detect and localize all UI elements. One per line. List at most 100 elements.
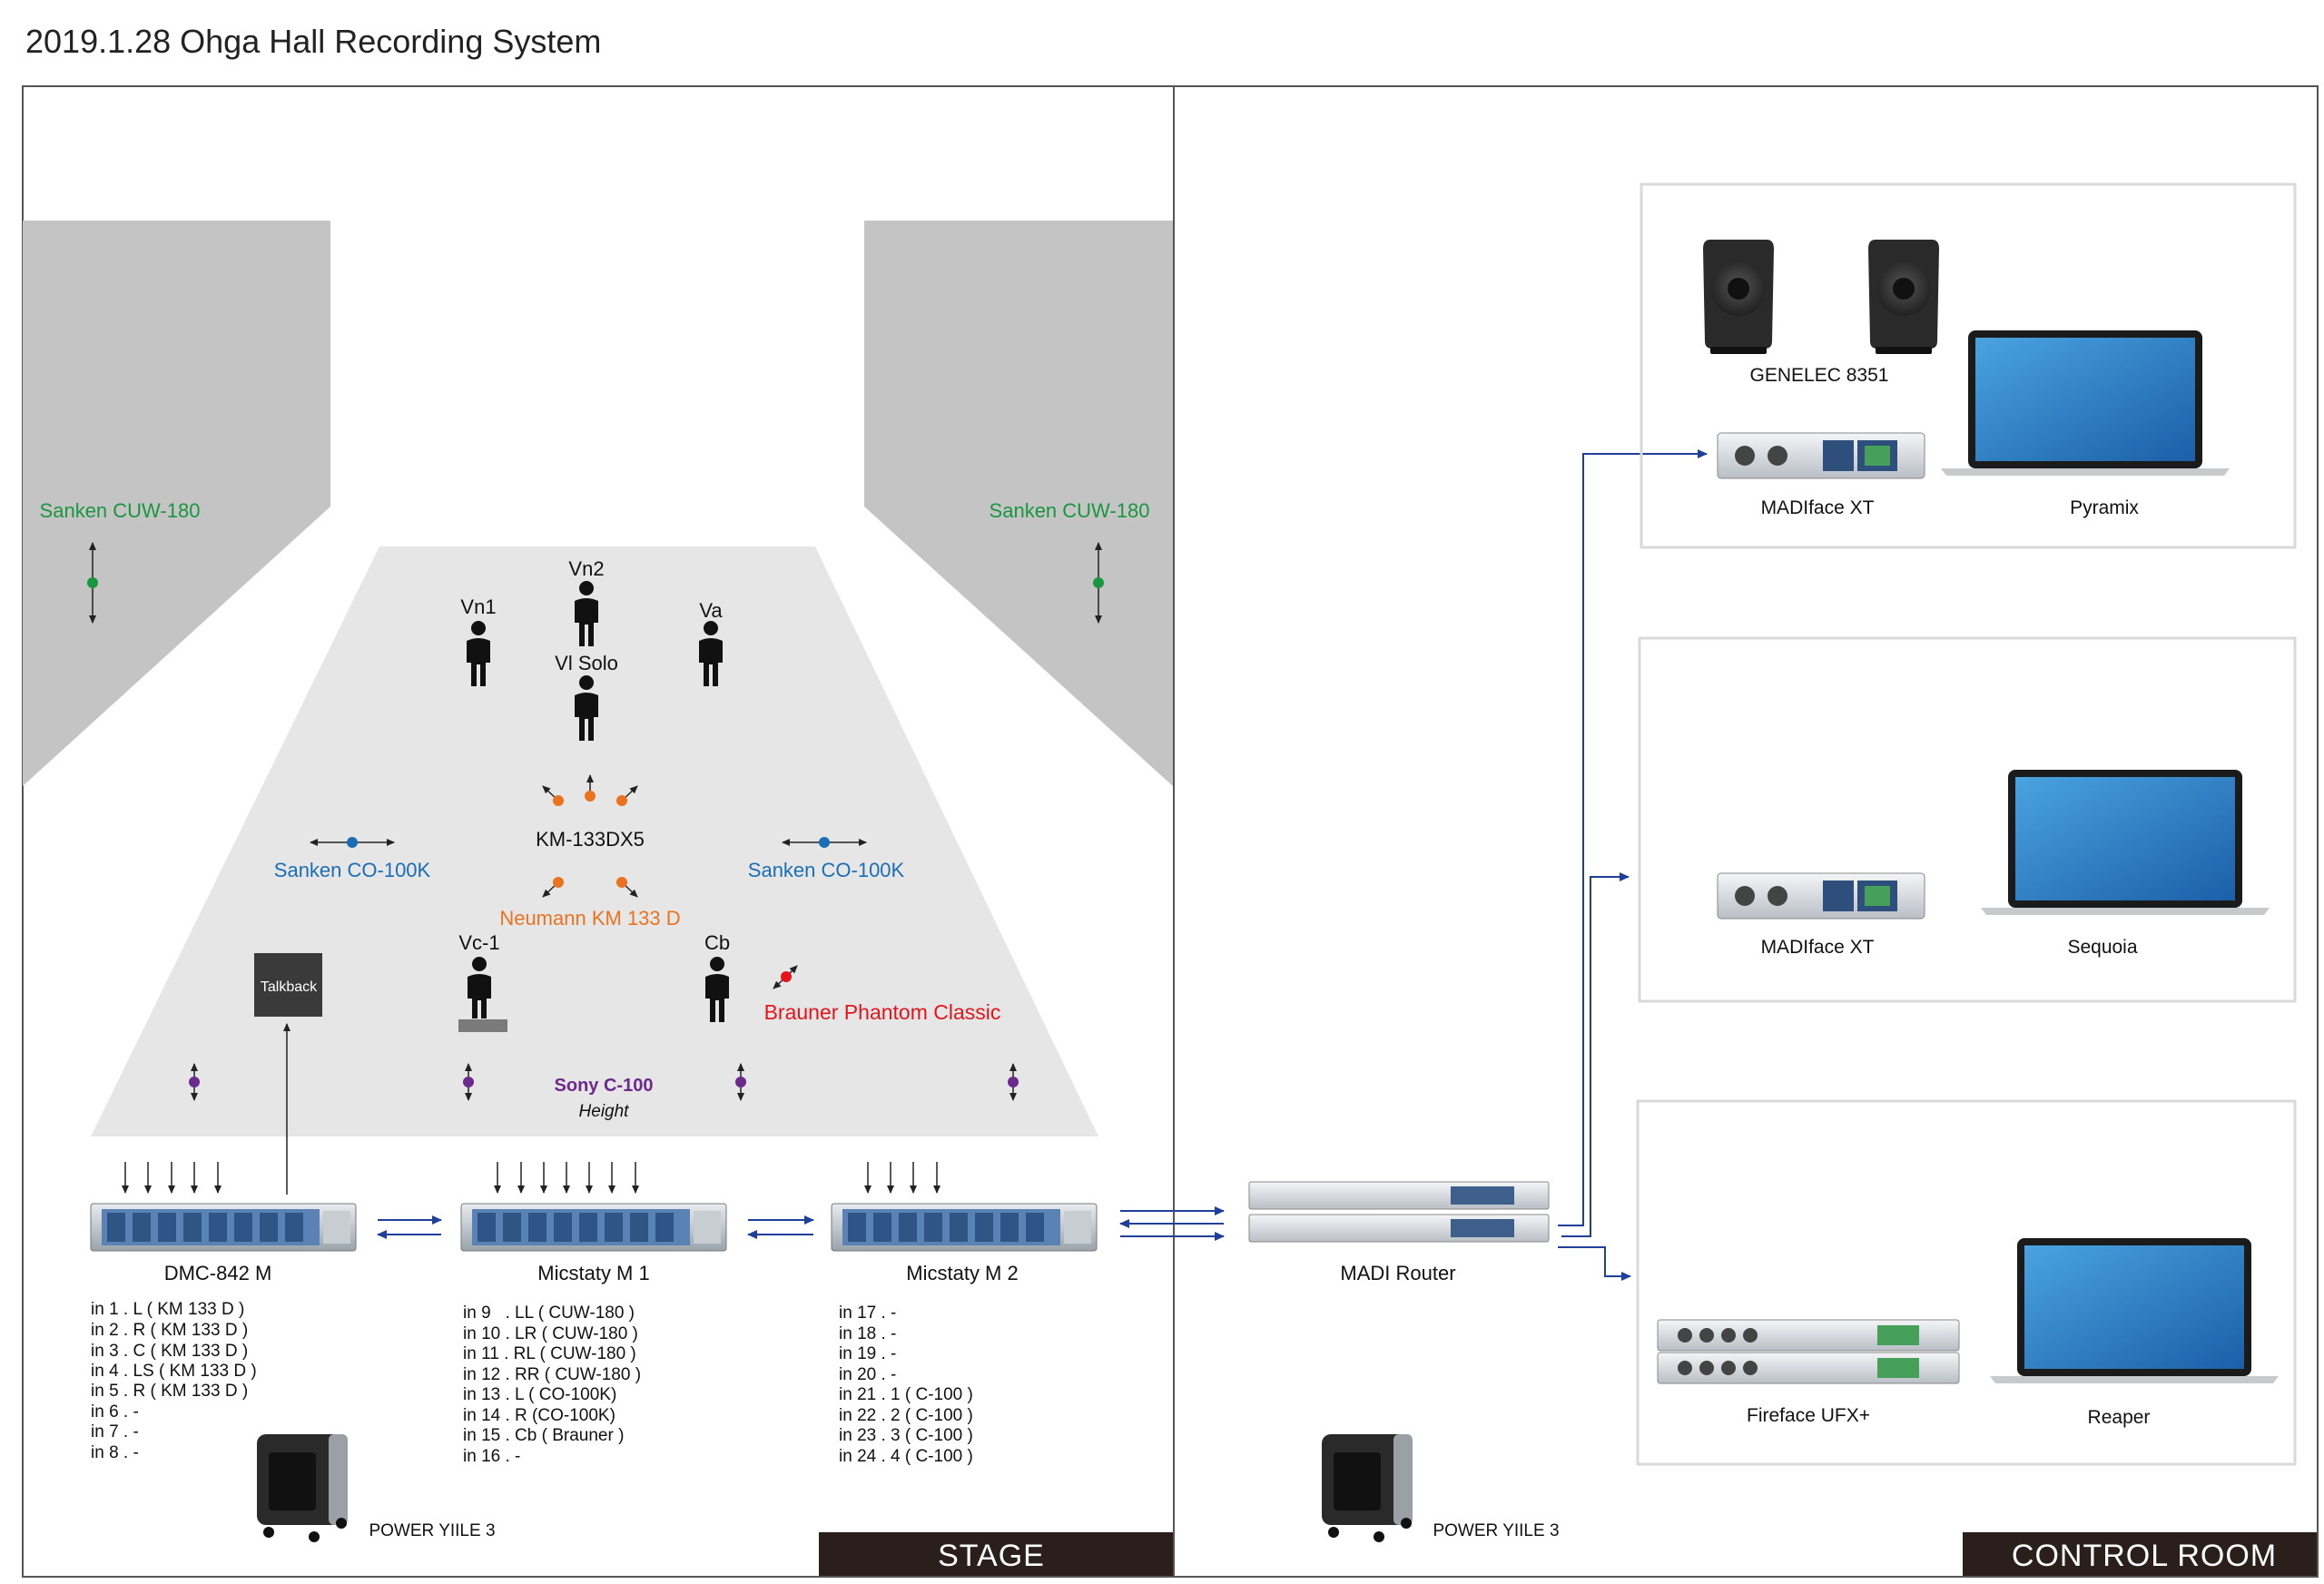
svg-text:Talkback: Talkback <box>261 979 318 995</box>
mic-dot <box>87 577 98 588</box>
svg-text:Sanken CO-100K: Sanken CO-100K <box>748 859 905 881</box>
device-laptop-pyramix: Pyramix <box>1941 330 2230 518</box>
channel-row: in 18 . - <box>839 1324 896 1343</box>
person-icon <box>705 957 729 1022</box>
mic-brauner: Brauner Phantom Classic <box>764 965 1001 1024</box>
channel-row: in 6 . - <box>91 1402 139 1422</box>
workstation-box-sequoia <box>1638 636 2297 1003</box>
musician-cb: Cb <box>704 931 730 1022</box>
person-icon <box>575 581 598 646</box>
channel-row: in 17 . - <box>839 1304 896 1323</box>
channel-row: in 23 . 3 ( C-100 ) <box>839 1426 973 1445</box>
device-madiface-1: MADIface XT <box>1717 432 1925 518</box>
svg-text:Sony C-100: Sony C-100 <box>555 1076 654 1096</box>
channel-row: in 10 . LR ( CUW-180 ) <box>463 1324 638 1343</box>
svg-text:MADI Router: MADI Router <box>1340 1262 1455 1284</box>
svg-text:STAGE: STAGE <box>938 1539 1045 1573</box>
channel-row: in 19 . - <box>839 1344 896 1363</box>
link-arrows-stage <box>377 1206 1225 1241</box>
musician-vc1: Vc-1 <box>458 931 507 1032</box>
channel-row: in 8 . - <box>91 1443 139 1462</box>
m2-input-arrows <box>864 1162 940 1194</box>
person-icon <box>467 621 490 686</box>
svg-text:Sanken CO-100K: Sanken CO-100K <box>274 859 431 881</box>
person-icon <box>699 621 723 686</box>
speaker-icon <box>1703 240 1774 354</box>
svg-text:Vc-1: Vc-1 <box>458 931 499 954</box>
svg-text:Height: Height <box>579 1102 630 1121</box>
channel-row: in 9 . LL ( CUW-180 ) <box>463 1304 635 1323</box>
mic-sanken-cuw-right: Sanken CUW-180 <box>990 499 1150 624</box>
channel-row: in 15 . Cb ( Brauner ) <box>463 1426 624 1445</box>
mic-km-array: KM-133DX5 Neumann KM 133 D <box>499 774 681 930</box>
svg-text:DMC-842 M: DMC-842 M <box>164 1262 272 1284</box>
channel-list-dmc: in 1 . L ( KM 133 D ) in 2 . R ( KM 133 … <box>91 1300 257 1462</box>
mic-neumann-label: Neumann KM 133 D <box>499 907 680 930</box>
channel-row: in 14 . R (CO-100K) <box>463 1406 615 1425</box>
svg-text:Pyramix: Pyramix <box>2070 497 2139 518</box>
svg-text:MADIface XT: MADIface XT <box>1761 937 1875 958</box>
channel-list-m2: in 17 . - in 18 . - in 19 . - in 20 . - … <box>839 1304 973 1466</box>
musician-va: Va <box>699 599 723 686</box>
device-power-right: POWER YIILE 3 <box>1322 1434 1560 1542</box>
svg-text:Fireface UFX+: Fireface UFX+ <box>1747 1405 1870 1426</box>
device-micstaty-m1: Micstaty M 1 <box>460 1203 727 1284</box>
device-genelec: GENELEC 8351 <box>1703 240 1939 386</box>
channel-row: in 4 . LS ( KM 133 D ) <box>91 1362 257 1381</box>
channel-row: in 16 . - <box>463 1447 520 1466</box>
device-laptop-reaper: Reaper <box>1990 1238 2279 1428</box>
svg-text:KM-133DX5: KM-133DX5 <box>536 828 645 851</box>
svg-text:POWER YIILE 3: POWER YIILE 3 <box>1433 1521 1559 1540</box>
device-power-left: POWER YIILE 3 <box>257 1434 496 1542</box>
stage-wall-left <box>23 221 330 786</box>
channel-row: in 2 . R ( KM 133 D ) <box>91 1321 248 1340</box>
sony-mic-4 <box>1008 1063 1019 1101</box>
svg-text:POWER YIILE 3: POWER YIILE 3 <box>369 1521 495 1540</box>
channel-row: in 1 . L ( KM 133 D ) <box>91 1300 244 1319</box>
m1-input-arrows <box>494 1162 639 1194</box>
channel-row: in 20 . - <box>839 1365 896 1384</box>
mic-sanken-co-left: Sanken CO-100K <box>274 837 431 881</box>
channel-row: in 7 . - <box>91 1422 139 1441</box>
device-madiface-2: MADIface XT <box>1717 872 1925 958</box>
stage-label: STAGE <box>819 1532 1173 1576</box>
svg-text:Sanken CUW-180: Sanken CUW-180 <box>990 499 1150 522</box>
sony-mic-2 <box>463 1063 474 1101</box>
mic-dot <box>1093 577 1104 588</box>
channel-list-m1: in 9 . LL ( CUW-180 ) in 10 . LR ( CUW-1… <box>463 1304 641 1466</box>
workstation-box-pyramix <box>1640 182 2297 549</box>
channel-row: in 3 . C ( KM 133 D ) <box>91 1342 248 1361</box>
musician-vn1: Vn1 <box>460 595 497 686</box>
channel-row: in 13 . L ( CO-100K) <box>463 1385 616 1404</box>
mic-sony-c100: Sony C-100 Height <box>189 1063 1019 1121</box>
speaker-icon <box>1868 240 1939 354</box>
svg-text:Vn2: Vn2 <box>568 557 604 580</box>
workstation-box-reaper <box>1636 1099 2297 1466</box>
channel-row: in 11 . RL ( CUW-180 ) <box>463 1344 636 1363</box>
svg-text:MADIface XT: MADIface XT <box>1761 497 1875 518</box>
musician-vl-solo: Vl Solo <box>555 652 618 741</box>
router-links <box>1558 449 1708 1281</box>
sony-mic-1 <box>189 1063 200 1101</box>
device-fireface: Fireface UFX+ <box>1657 1319 1960 1426</box>
musician-vn2: Vn2 <box>568 557 605 646</box>
dmc-input-arrows <box>122 1162 222 1194</box>
sony-mic-3 <box>735 1063 746 1101</box>
svg-text:Micstaty M 1: Micstaty M 1 <box>537 1262 649 1284</box>
control-room-label: CONTROL ROOM <box>1963 1532 2317 1576</box>
device-dmc-842m: DMC-842 M <box>90 1203 357 1284</box>
device-laptop-sequoia: Sequoia <box>1981 770 2270 958</box>
svg-text:Sanken CUW-180: Sanken CUW-180 <box>40 499 201 522</box>
person-icon <box>468 957 491 1018</box>
stage-wall-right <box>864 221 1173 786</box>
channel-row: in 24 . 4 ( C-100 ) <box>839 1447 973 1466</box>
stage-floor <box>91 546 1098 1136</box>
control-room-frame <box>1173 85 2319 1578</box>
page-title: 2019.1.28 Ohga Hall Recording System <box>25 23 601 60</box>
mic-sanken-co-right: Sanken CO-100K <box>748 837 905 881</box>
svg-text:Va: Va <box>699 599 723 622</box>
svg-text:Brauner Phantom Classic: Brauner Phantom Classic <box>764 1000 1001 1024</box>
svg-text:CONTROL ROOM: CONTROL ROOM <box>2012 1539 2277 1573</box>
svg-text:Micstaty M 2: Micstaty M 2 <box>906 1262 1018 1284</box>
channel-row: in 12 . RR ( CUW-180 ) <box>463 1365 641 1384</box>
